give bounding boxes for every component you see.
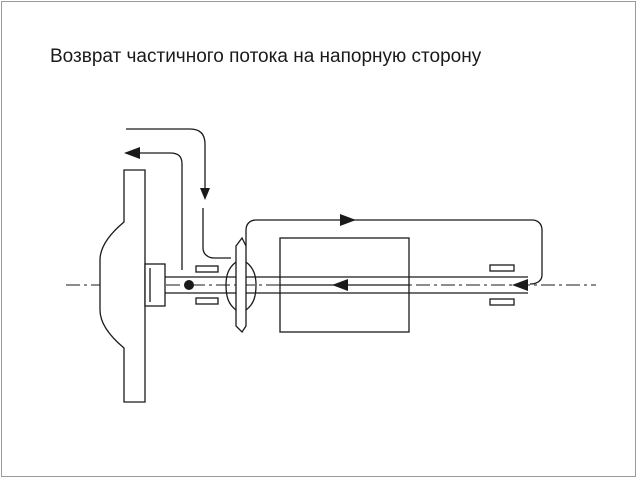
balance-disc-rim (245, 261, 257, 311)
flow-path-return (202, 208, 231, 259)
balance-disc-bevel (225, 261, 237, 311)
flow-path-return-upper (126, 152, 183, 270)
flow-arrow-right (340, 214, 356, 226)
flow-arrow-left-shaft-end (512, 279, 528, 291)
diagram-caption: Возврат частичного потока на напорную ст… (50, 46, 482, 67)
impeller-disc (99, 169, 146, 403)
bearing-left-top (195, 265, 219, 273)
flow-junction-dot (184, 280, 194, 290)
bearing-right-top (489, 264, 515, 272)
balance-disc (235, 236, 247, 334)
bearing-left-bottom (195, 297, 219, 305)
bearing-right-bottom (489, 298, 515, 306)
flow-arrow-down (200, 188, 210, 200)
flow-arrow-left-top (124, 147, 140, 159)
impeller-hub (144, 263, 166, 307)
flow-path-inlet (126, 128, 206, 198)
flow-arrow-left-housing (332, 279, 348, 291)
flow-path-over-housing (245, 219, 543, 285)
